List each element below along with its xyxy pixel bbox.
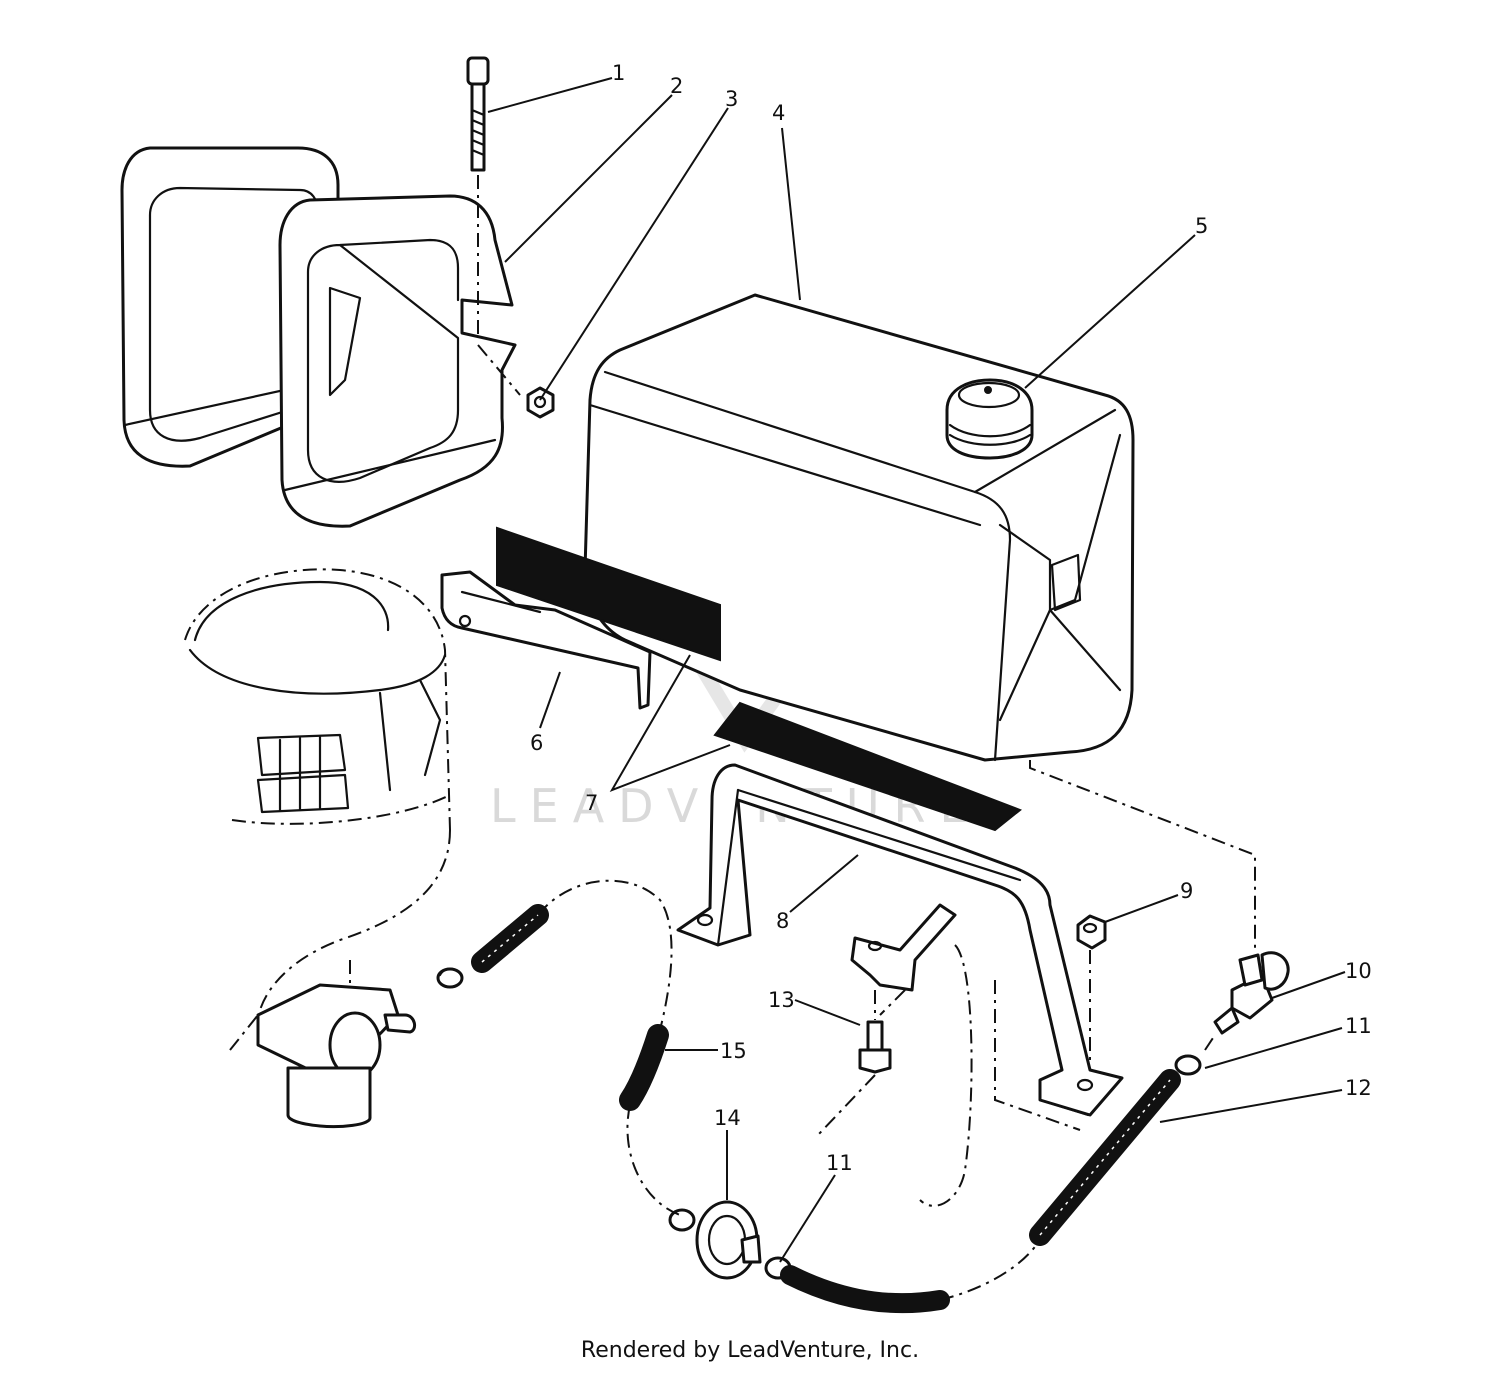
callout-3: 3	[725, 87, 738, 111]
callout-6: 6	[530, 731, 543, 755]
callout-7: 7	[585, 791, 598, 815]
callout-labels: 1 2 3 4 5 6 7 8 9 10 11 12 13 14 15 11	[530, 61, 1372, 1175]
nut-9	[1076, 914, 1107, 950]
callout-1: 1	[612, 61, 625, 85]
fuel-cap-5	[945, 378, 1034, 460]
foam-strip-7a	[496, 526, 721, 662]
callout-5: 5	[1195, 214, 1208, 238]
bolt-1	[466, 56, 490, 172]
callout-12: 12	[1345, 1076, 1372, 1100]
screw-13	[858, 1020, 892, 1074]
fuel-hose-lower	[780, 1265, 950, 1314]
foam-strip-7b	[713, 701, 1022, 832]
tank-bracket-8	[676, 763, 1124, 1117]
shutoff-valve-10	[1213, 951, 1290, 1035]
hose-clamp-left	[436, 967, 464, 989]
footer-credit: Rendered by LeadVenture, Inc.	[580, 1338, 920, 1363]
callout-13: 13	[768, 988, 795, 1012]
fuel-hose-upper	[471, 904, 549, 973]
nut-3	[526, 386, 555, 419]
air-cleaner-cover-2	[278, 194, 517, 528]
carburetor-body	[229, 960, 417, 1129]
callout-10: 10	[1345, 959, 1372, 983]
callout-9: 9	[1180, 879, 1193, 903]
carburetor-housing	[184, 568, 451, 1011]
assembly-lines	[477, 175, 1256, 1301]
callout-4: 4	[772, 101, 785, 125]
fuel-pump-14	[668, 1200, 792, 1280]
mount-bracket	[850, 903, 957, 992]
fuel-hose-15	[619, 1024, 669, 1111]
fuel-hose-12	[1029, 1069, 1181, 1246]
leader-lines	[487, 77, 1346, 1263]
callout-14: 14	[714, 1106, 741, 1130]
bracket-6	[440, 570, 652, 710]
callout-11: 11	[1345, 1014, 1372, 1038]
callout-8: 8	[776, 909, 789, 933]
callout-2: 2	[670, 74, 683, 98]
callout-11-lower: 11	[826, 1151, 853, 1175]
hose-clamp-11	[1174, 1054, 1202, 1076]
callout-15: 15	[720, 1039, 747, 1063]
